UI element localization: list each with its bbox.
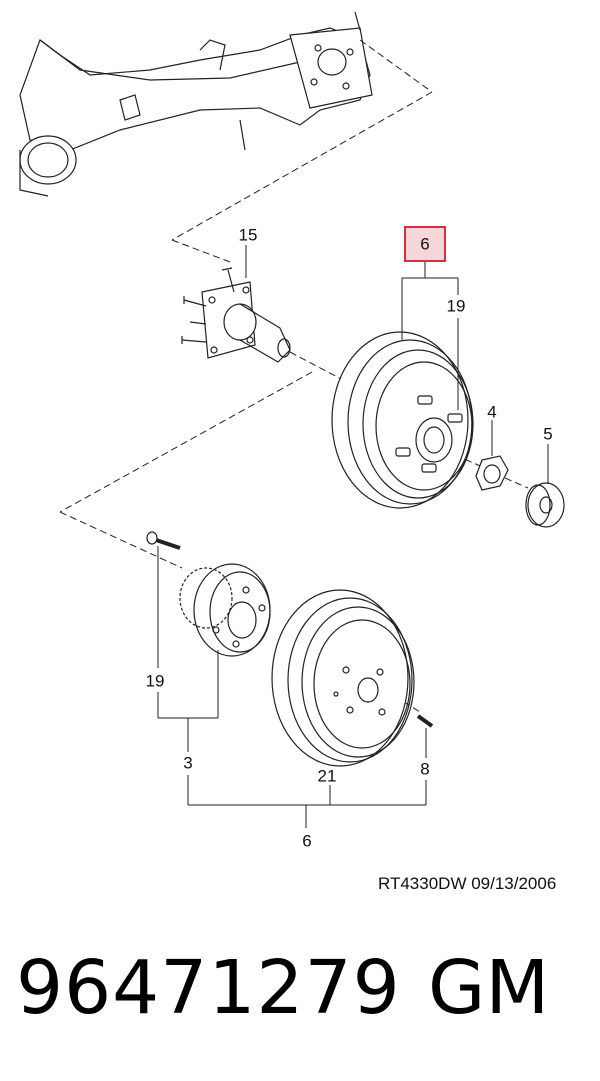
- callout-19-lower[interactable]: 19: [145, 671, 165, 691]
- brand-name: GM: [428, 945, 550, 1031]
- rear-axle-beam: [19, 11, 373, 197]
- callout-15[interactable]: 15: [238, 225, 258, 245]
- brake-drum-upper: [331, 331, 474, 509]
- leader-lines: [157, 245, 549, 828]
- brake-drum-lower: [271, 589, 415, 767]
- callout-5[interactable]: 5: [543, 424, 553, 444]
- callout-21[interactable]: 21: [317, 766, 337, 786]
- retaining-screw: [416, 714, 434, 728]
- callout-8[interactable]: 8: [420, 759, 430, 779]
- callout-6-highlighted[interactable]: 6: [420, 234, 430, 254]
- drawing-code: RT4330DW 09/13/2006: [378, 874, 557, 893]
- part-number: 96471279: [16, 945, 401, 1031]
- wheel-studs-upper: [395, 395, 463, 473]
- callout-19-upper[interactable]: 19: [446, 296, 466, 316]
- callout-6-lower[interactable]: 6: [302, 831, 312, 851]
- footer: 96471279 GM: [10, 945, 590, 1045]
- highlighted-callout-box: [404, 226, 446, 262]
- lug-nut: [475, 455, 509, 491]
- callout-3[interactable]: 3: [183, 753, 193, 773]
- exploded-parts-diagram: [19, 11, 565, 828]
- callout-4[interactable]: 4: [487, 402, 497, 422]
- wheel-hub-lower: [146, 531, 271, 657]
- spindle-knuckle: [181, 267, 291, 363]
- hub-cap: [525, 482, 565, 528]
